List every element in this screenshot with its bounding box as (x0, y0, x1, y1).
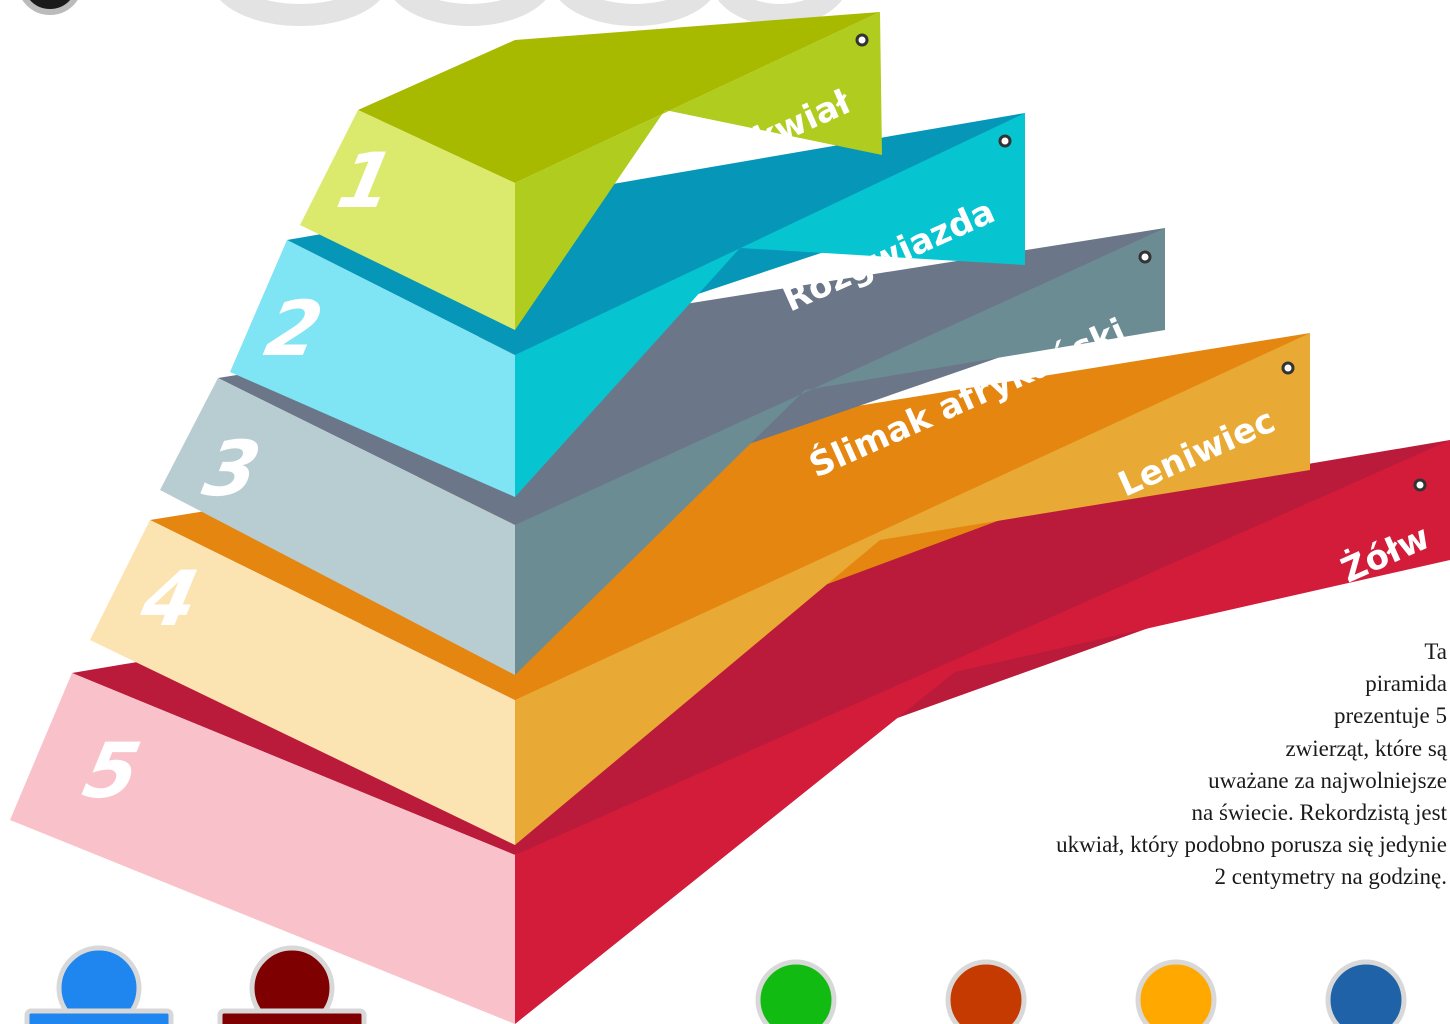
dot-icon-green (755, 959, 837, 1024)
description-line: uważane za najwolniejsze (1208, 767, 1447, 793)
tier-1: 1 Ukwiał (300, 12, 882, 330)
person-icon-darkred (217, 945, 367, 1024)
description-line: 2 centymetry na godzinę. (1214, 864, 1447, 890)
description-line: ukwiał, który podobno porusza się jedyni… (1056, 832, 1447, 858)
top-decoration (22, 0, 843, 26)
tier-1-face (300, 110, 515, 330)
description-line: Ta (1424, 639, 1447, 664)
description-line: prezentuje 5 (1333, 703, 1447, 729)
dot-icon-orange (1135, 959, 1217, 1024)
description-text: Ta piramida prezentuje 5 zwierząt, które… (860, 636, 1447, 894)
tier-2-eyelet (998, 134, 1012, 148)
tier-4-face (90, 520, 515, 845)
dot-icon-blue (1325, 959, 1407, 1024)
tier-3-face (160, 378, 515, 675)
tier-3-banner (515, 228, 1165, 675)
tier-5-face (10, 673, 515, 1024)
person-icon-blue (24, 945, 174, 1024)
tier-5-eyelet (1413, 478, 1427, 492)
tier-4-eyelet (1281, 361, 1295, 375)
tier-4-banner (515, 333, 1310, 845)
tier-3-eyelet (1138, 250, 1152, 264)
tier-1-eyelet (855, 33, 869, 47)
tier-2-face (230, 240, 515, 497)
tier-2-banner (515, 113, 1025, 497)
tier-5-banner (515, 440, 1450, 1024)
description-line: zwierząt, które są (1285, 735, 1447, 761)
tier-1-banner (515, 12, 882, 330)
tier-1-top (358, 12, 880, 183)
dot-icon-rust (945, 959, 1027, 1024)
description-line: na świecie. Rekordzistą jest (1191, 800, 1447, 826)
description-line: piramida (1365, 671, 1447, 697)
